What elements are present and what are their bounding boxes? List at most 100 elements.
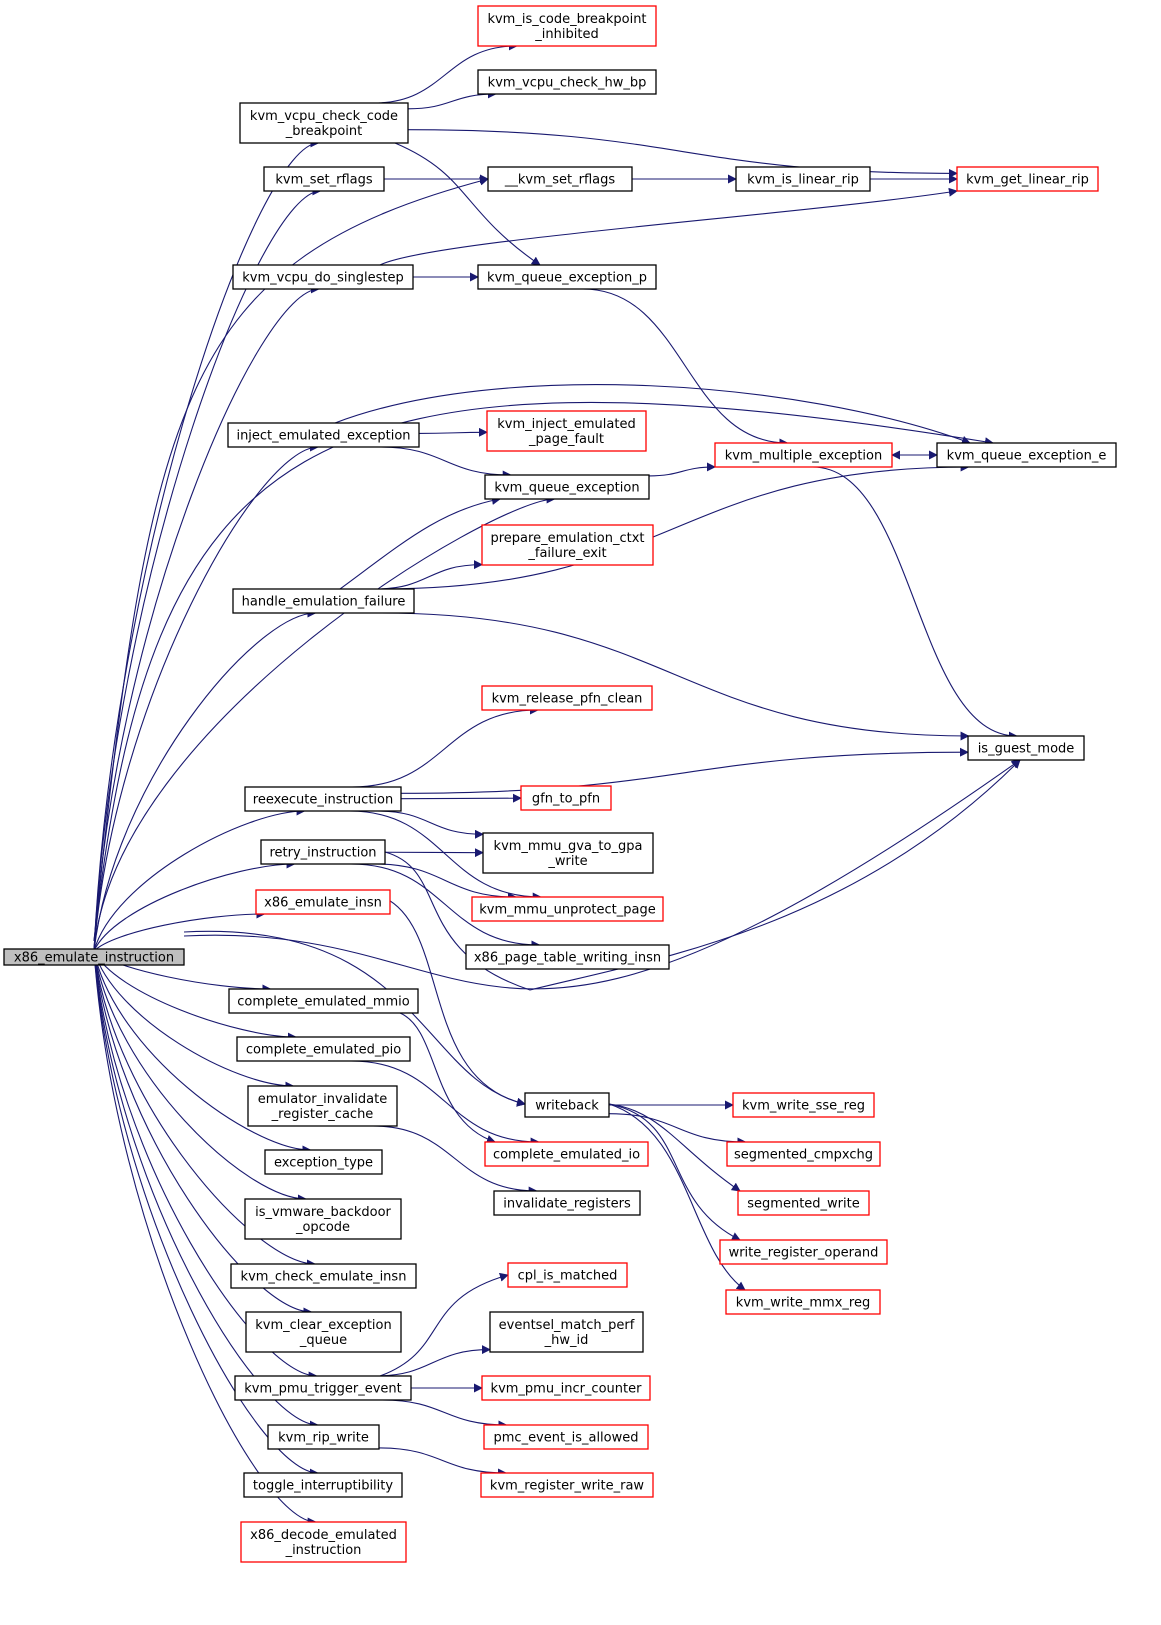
edge-x86_emulate_instruction-to-inject_emulated_exception [93,442,320,952]
node-kvm-write-sse-reg[interactable]: kvm_write_sse_reg [732,1092,875,1118]
node-label: complete_emulated_pio [246,1043,401,1058]
node-kvm-queue-exception-e[interactable]: kvm_queue_exception_e [936,442,1117,468]
node-x86-emulate-insn[interactable]: x86_emulate_insn [255,889,391,915]
node-toggle-interruptibility[interactable]: toggle_interruptibility [243,1472,403,1498]
node-label: eventsel_match_perf [499,1318,635,1333]
node-kvm-queue-exception-p[interactable]: kvm_queue_exception_p [477,264,657,290]
node-x86-page-table-writing-insn[interactable]: x86_page_table_writing_insn [465,944,670,970]
node-eventsel-match-perf-hw-id[interactable]: eventsel_match_perf_hw_id [489,1311,644,1353]
node-retry-instruction[interactable]: retry_instruction [260,839,386,865]
node-kvm-check-emulate-insn[interactable]: kvm_check_emulate_insn [230,1263,417,1289]
node-kvm-pmu-trigger-event[interactable]: kvm_pmu_trigger_event [234,1375,412,1401]
node-gfn-to-pfn[interactable]: gfn_to_pfn [520,785,612,811]
edge-retry_instruction-to-x86_page_table_writing_insn [350,863,541,950]
node-label: invalidate_registers [503,1197,631,1212]
node-is-vmware-backdoor-opcode[interactable]: is_vmware_backdoor_opcode [244,1198,402,1240]
node-kvm-mmu-gva-to-gpa-write[interactable]: kvm_mmu_gva_to_gpa_write [482,832,654,874]
node-kvm-is-linear-rip[interactable]: kvm_is_linear_rip [735,166,871,192]
node-kvm-queue-exception[interactable]: kvm_queue_exception [484,474,650,500]
node-label: x86_emulate_insn [264,896,382,911]
node-label: kvm_pmu_trigger_event [244,1382,401,1397]
node-label: _page_fault [528,432,604,447]
node-reexecute-instruction[interactable]: reexecute_instruction [244,786,402,812]
node-box [3,948,185,966]
node-box [481,1375,651,1401]
node-exception-type[interactable]: exception_type [264,1149,383,1175]
node-cpl-is-matched[interactable]: cpl_is_matched [507,1262,628,1288]
node-label: kvm_queue_exception [494,481,639,496]
node-kvm-inject-emulated-page-fault[interactable]: kvm_inject_emulated_page_fault [486,410,647,452]
node-prepare-emulation-ctxt-failure-exit[interactable]: prepare_emulation_ctxt_failure_exit [481,524,654,566]
node-box [245,1311,402,1353]
node-segmented-cmpxchg[interactable]: segmented_cmpxchg [726,1141,881,1167]
node-box [477,264,657,290]
node-box [232,588,415,614]
node-box [244,1198,402,1240]
node-invalidate-registers[interactable]: invalidate_registers [493,1190,641,1216]
node-kvm-get-linear-rip[interactable]: kvm_get_linear_rip [956,166,1099,192]
node-write-register-operand[interactable]: write_register_operand [719,1239,888,1265]
node-kvm-set-rflags[interactable]: kvm_set_rflags [263,166,385,192]
node-box [936,442,1117,468]
node-kvm-vcpu-do-singlestep[interactable]: kvm_vcpu_do_singlestep [232,264,414,290]
node-label: kvm_release_pfn_clean [492,692,643,707]
edge-handle_emulation_failure-to-is_guest_mode [380,612,970,741]
node-segmented-write[interactable]: segmented_write [737,1190,870,1216]
node-is-guest-mode[interactable]: is_guest_mode [967,735,1085,761]
node-label: kvm_set_rflags [275,173,373,188]
edge-x86_emulate_insn-to-writeback [384,897,526,1107]
edge-kvm_vcpu_do_singlestep-to-kvm_get_linear_rip [379,187,958,266]
node-kvm-multiple-exception[interactable]: kvm_multiple_exception [714,442,893,468]
edge-x86_emulate_instruction-to-kvm_check_emulate_insn [93,950,316,1269]
node-box [714,442,893,468]
edge-inject_emulated_exception-to-kvm_queue_exception [379,446,512,480]
node-box [520,785,612,811]
node-label: kvm_write_mmx_reg [736,1296,870,1311]
node-box [732,1092,875,1118]
node-kvm-rip-write[interactable]: kvm_rip_write [267,1424,380,1450]
node-kvm-clear-exception-queue[interactable]: kvm_clear_exception_queue [245,1311,402,1353]
node-kvm-pmu-incr-counter[interactable]: kvm_pmu_incr_counter [481,1375,651,1401]
edge-x86_emulate_instruction-to-toggle_interruptibility [93,950,319,1478]
node-box [232,264,414,290]
edge-kvm_multiple_exception-to-is_guest_mode [812,466,1018,741]
node-inject-emulated-exception[interactable]: inject_emulated_exception [227,422,420,448]
node-box [234,1375,412,1401]
edge-inject_emulated_exception-to-kvm_inject_emulated_page_fault [418,427,488,437]
node-box [487,166,633,192]
node-kvm-release-pfn-clean[interactable]: kvm_release_pfn_clean [481,685,653,711]
node-emulator-invalidate-register-cache[interactable]: emulator_invalidate_register_cache [247,1085,398,1127]
node-handle-emulation-failure[interactable]: handle_emulation_failure [232,588,415,614]
node-kvm-write-mmx-reg[interactable]: kvm_write_mmx_reg [725,1289,881,1315]
node-complete-emulated-pio[interactable]: complete_emulated_pio [236,1036,411,1062]
edge-inject_emulated_exception-to-kvm_queue_exception_e [334,384,971,445]
node-x86-decode-emulated-instruction[interactable]: x86_decode_emulated_instruction [240,1521,407,1563]
edge-handle_emulation_failure-to-kvm_queue_exception_e [381,462,970,590]
node-label: kvm_mmu_unprotect_page [479,903,656,918]
node-kvm-register-write-raw[interactable]: kvm_register_write_raw [480,1472,654,1498]
edge-kvm_vcpu_check_code_breakpoint-to-kvm_vcpu_check_hw_bp [407,89,497,110]
node-writeback[interactable]: writeback [524,1092,610,1118]
node---kvm-set-rflags[interactable]: __kvm_set_rflags [487,166,633,192]
node-label: kvm_write_sse_reg [742,1099,865,1114]
node-label: complete_emulated_io [493,1148,640,1163]
node-x86-emulate-instruction[interactable]: x86_emulate_instruction [3,948,185,966]
node-box [240,1521,407,1563]
node-complete-emulated-io[interactable]: complete_emulated_io [484,1141,649,1167]
node-kvm-is-code-breakpoint-inhibited[interactable]: kvm_is_code_breakpoint_inhibited [477,5,657,47]
node-box [489,1311,644,1353]
node-label: segmented_write [747,1197,859,1212]
edge-x86_emulate_instruction-to-is_vmware_backdoor_opcode [93,950,307,1204]
node-complete-emulated-mmio[interactable]: complete_emulated_mmio [228,988,419,1014]
node-box [228,988,419,1014]
node-pmc-event-is-allowed[interactable]: pmc_event_is_allowed [483,1424,649,1450]
edge-kvm_pmu_trigger_event-to-eventsel_match_perf_hw_id [375,1345,491,1377]
node-label: gfn_to_pfn [532,792,600,807]
node-kvm-vcpu-check-hw-bp[interactable]: kvm_vcpu_check_hw_bp [477,69,657,95]
node-label: kvm_multiple_exception [725,449,883,464]
node-kvm-mmu-unprotect-page[interactable]: kvm_mmu_unprotect_page [471,896,664,922]
node-label: is_vmware_backdoor [255,1205,391,1220]
node-label: writeback [535,1099,599,1114]
node-label: reexecute_instruction [253,793,393,808]
node-kvm-vcpu-check-code-breakpoint[interactable]: kvm_vcpu_check_code_breakpoint [239,102,409,144]
